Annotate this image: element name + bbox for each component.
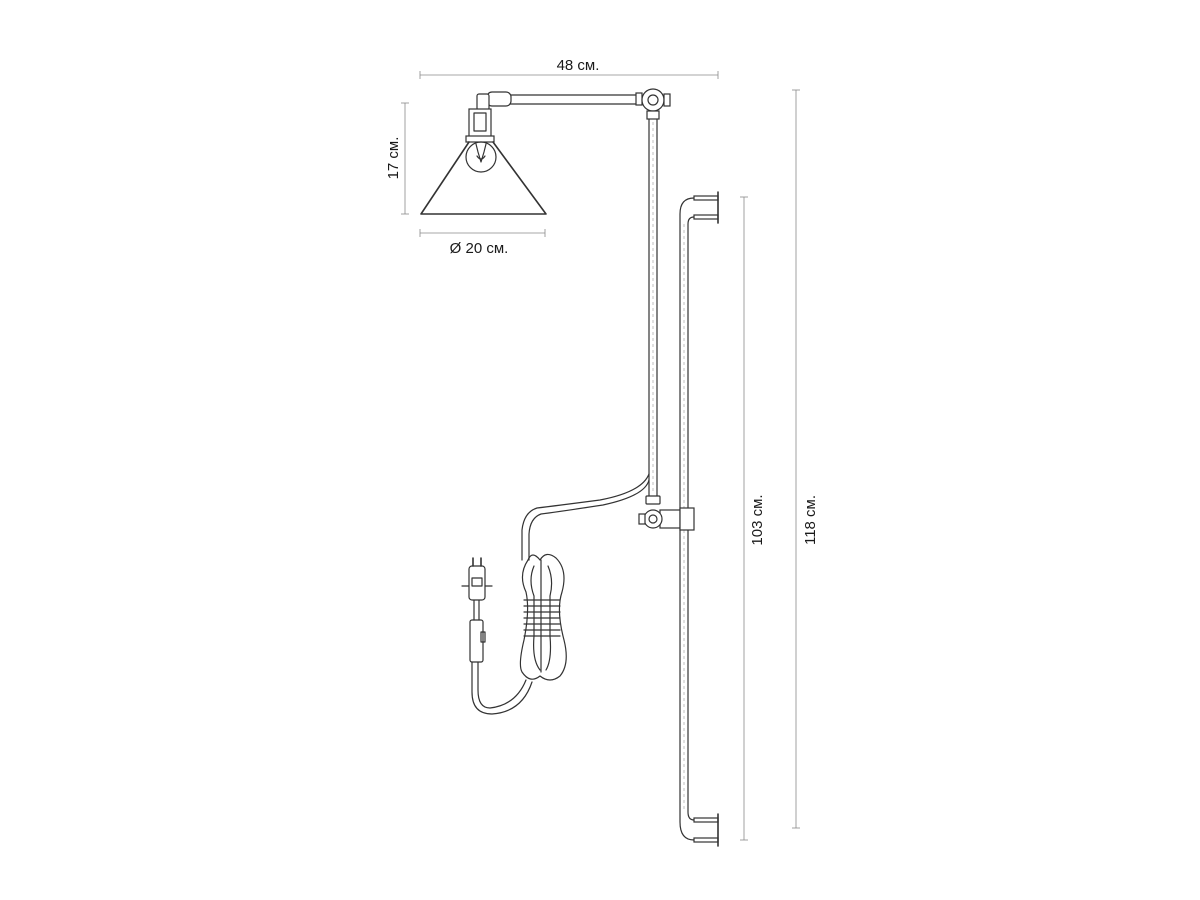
shade-height-label: 17 см. xyxy=(385,137,402,180)
light-bulb-icon xyxy=(465,141,497,173)
dimension-shade-height: 17 см. xyxy=(385,102,409,215)
cable-coil xyxy=(519,553,567,681)
arm-length-label: 48 см. xyxy=(557,57,600,74)
lamp-arm xyxy=(476,91,643,111)
power-plug-icon xyxy=(461,557,493,601)
lamp-pole xyxy=(645,117,661,505)
rail-height-label: 103 см. xyxy=(749,494,766,545)
inline-switch xyxy=(469,619,486,663)
lamp-shade xyxy=(420,108,547,215)
slide-clamp xyxy=(638,507,695,531)
dimension-total-height: 118 см. xyxy=(792,89,819,829)
dimension-arm-length: 48 см. xyxy=(419,57,719,79)
total-height-label: 118 см. xyxy=(802,495,819,545)
dimension-rail-height: 103 см. xyxy=(740,196,766,841)
shade-diameter-label: Ø 20 см. xyxy=(450,240,509,257)
power-cord xyxy=(461,473,650,715)
swivel-joint xyxy=(641,88,671,120)
dimension-shade-diameter: Ø 20 см. xyxy=(419,229,546,257)
